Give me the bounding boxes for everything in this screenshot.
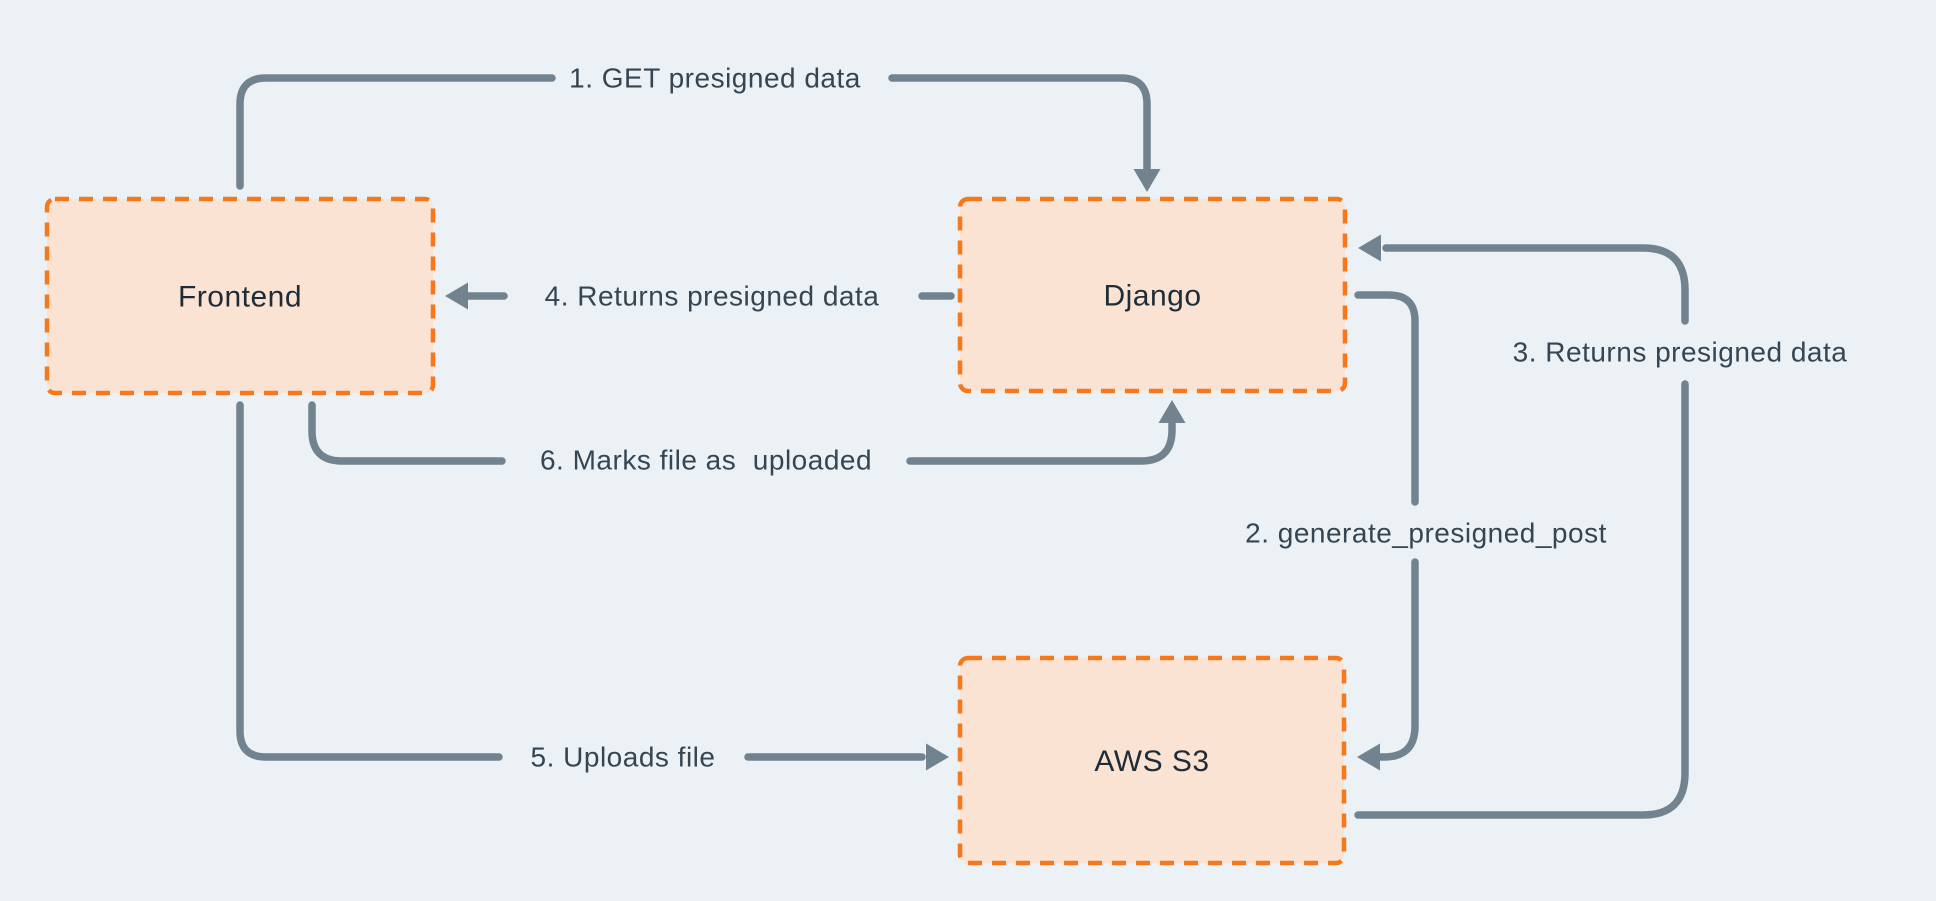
node-django: Django xyxy=(957,196,1348,394)
edge-5: 5. Uploads file xyxy=(236,401,949,773)
node-frontend-label: Frontend xyxy=(178,281,302,314)
edge-1-path-1 xyxy=(236,74,556,190)
edge-2: 2. generate_presigned_post xyxy=(1245,291,1607,771)
edge-6-arrowhead-icon xyxy=(1158,400,1186,423)
edge-1-path-2 xyxy=(888,74,1151,174)
edge-6-path-2 xyxy=(906,420,1176,465)
edge-4: 4. Returns presigned data xyxy=(445,281,955,312)
edge-2-label: 2. generate_presigned_post xyxy=(1245,518,1607,549)
edge-4-arrowhead-icon xyxy=(445,282,468,310)
node-django-box xyxy=(957,196,1348,394)
edge-3-arrowhead-icon xyxy=(1358,234,1381,262)
edge-2-arrowhead-icon xyxy=(1357,743,1380,771)
node-django-label: Django xyxy=(1103,280,1201,313)
edge-6-label: 6. Marks file as uploaded xyxy=(540,445,872,476)
edge-2-path-2 xyxy=(1377,558,1419,761)
node-aws-s3-box xyxy=(957,655,1347,866)
node-frontend: Frontend xyxy=(44,196,436,396)
node-frontend-box xyxy=(44,196,436,396)
edge-2-path-1 xyxy=(1354,291,1419,506)
edge-5-path-1 xyxy=(236,401,503,761)
edge-4-label: 4. Returns presigned data xyxy=(545,281,880,312)
edge-1: 1. GET presigned data xyxy=(236,63,1161,192)
edge-5-arrowhead-icon xyxy=(926,743,949,771)
edge-1-arrowhead-icon xyxy=(1133,169,1161,192)
edge-6: 6. Marks file as uploaded xyxy=(308,400,1186,476)
edge-1-label: 1. GET presigned data xyxy=(569,63,861,94)
edge-5-label: 5. Uploads file xyxy=(531,742,716,773)
edge-6-path-1 xyxy=(308,401,506,465)
edge-3-path-2 xyxy=(1382,244,1689,325)
node-aws-s3: AWS S3 xyxy=(957,655,1347,866)
edge-3: 3. Returns presigned data xyxy=(1354,234,1848,819)
edge-3-label: 3. Returns presigned data xyxy=(1513,337,1848,368)
edge-3-path-1 xyxy=(1354,380,1689,819)
node-aws-s3-label: AWS S3 xyxy=(1094,745,1209,778)
